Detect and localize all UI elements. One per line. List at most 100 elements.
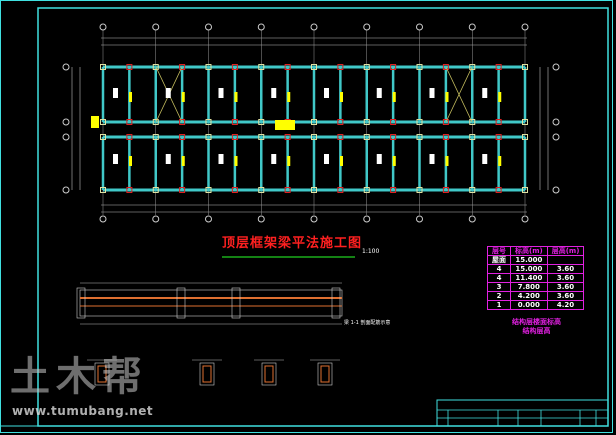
column (231, 187, 238, 193)
column (363, 119, 370, 125)
axis-bubble (416, 215, 423, 223)
column (311, 187, 317, 193)
column (390, 187, 397, 193)
rebar-label (275, 120, 295, 130)
beam-tag (271, 154, 277, 164)
beam-tag (429, 88, 435, 98)
axis-bubble (62, 133, 70, 141)
beam-tag (218, 88, 224, 98)
column (205, 119, 212, 125)
column (522, 64, 528, 70)
column (126, 187, 133, 193)
column (205, 187, 212, 193)
column (469, 187, 476, 193)
column (416, 134, 423, 140)
support-column (76, 287, 86, 319)
column (522, 134, 528, 140)
rebar-label (392, 92, 396, 102)
column (100, 134, 106, 140)
axis-bubble (363, 215, 371, 223)
beam-tag (482, 88, 488, 98)
rebar-label (340, 92, 343, 102)
beam-tag (429, 154, 435, 164)
column (522, 119, 528, 125)
rebar-label (340, 156, 343, 166)
column (100, 187, 106, 193)
axis-bubble (257, 23, 265, 31)
rebar-label (392, 156, 396, 166)
column (100, 64, 106, 70)
column (284, 187, 291, 193)
column (495, 187, 502, 193)
column (152, 119, 159, 125)
column (231, 119, 238, 125)
rebar-label (498, 92, 502, 102)
column (337, 187, 344, 193)
column (205, 64, 212, 70)
column (416, 187, 423, 193)
column (100, 119, 106, 125)
axis-bubble (62, 186, 70, 194)
axis-bubble (552, 133, 560, 141)
stair-cross (445, 66, 473, 123)
rebar-label (234, 92, 238, 102)
column (363, 187, 370, 193)
beam-tag (324, 88, 329, 98)
column (179, 187, 186, 193)
column (284, 64, 291, 70)
axis-bubble (552, 186, 560, 194)
axis-bubble (468, 23, 476, 31)
column (258, 119, 265, 125)
column (442, 119, 449, 125)
axis-bubble (552, 118, 560, 126)
column (442, 187, 449, 193)
stirrup (320, 365, 330, 383)
column (495, 119, 502, 125)
column (152, 64, 159, 70)
axis-bubble (99, 215, 107, 223)
column (442, 134, 449, 140)
rebar-label (445, 156, 449, 166)
column (469, 134, 476, 140)
column (152, 187, 159, 193)
column (442, 64, 449, 70)
column (390, 64, 397, 70)
column (495, 64, 502, 70)
stirrup (97, 365, 107, 383)
column (258, 64, 265, 70)
rebar-label (181, 156, 185, 166)
rebar-label (91, 116, 99, 128)
column (416, 64, 423, 70)
section-outline (261, 362, 277, 386)
column (231, 134, 238, 140)
column (231, 64, 238, 70)
column (179, 64, 186, 70)
column (390, 119, 397, 125)
column (179, 134, 186, 140)
beam-tag (271, 88, 277, 98)
beam-tag (376, 88, 382, 98)
column (311, 134, 317, 140)
support-column (231, 287, 241, 319)
column (363, 64, 370, 70)
axis-bubble (310, 23, 318, 31)
axis-bubble (521, 23, 529, 31)
column (311, 119, 317, 125)
column (522, 187, 528, 193)
axis-bubble (416, 23, 423, 31)
beam-tag (376, 154, 382, 164)
scale-label: 1:100 (362, 248, 380, 255)
rebar-label (445, 92, 449, 102)
axis-bubble (521, 215, 529, 223)
column (337, 119, 344, 125)
column (416, 119, 423, 125)
beam-tag (324, 154, 329, 164)
column (337, 134, 344, 140)
column (205, 134, 212, 140)
rebar-label (181, 92, 185, 102)
section-outline (317, 362, 333, 386)
